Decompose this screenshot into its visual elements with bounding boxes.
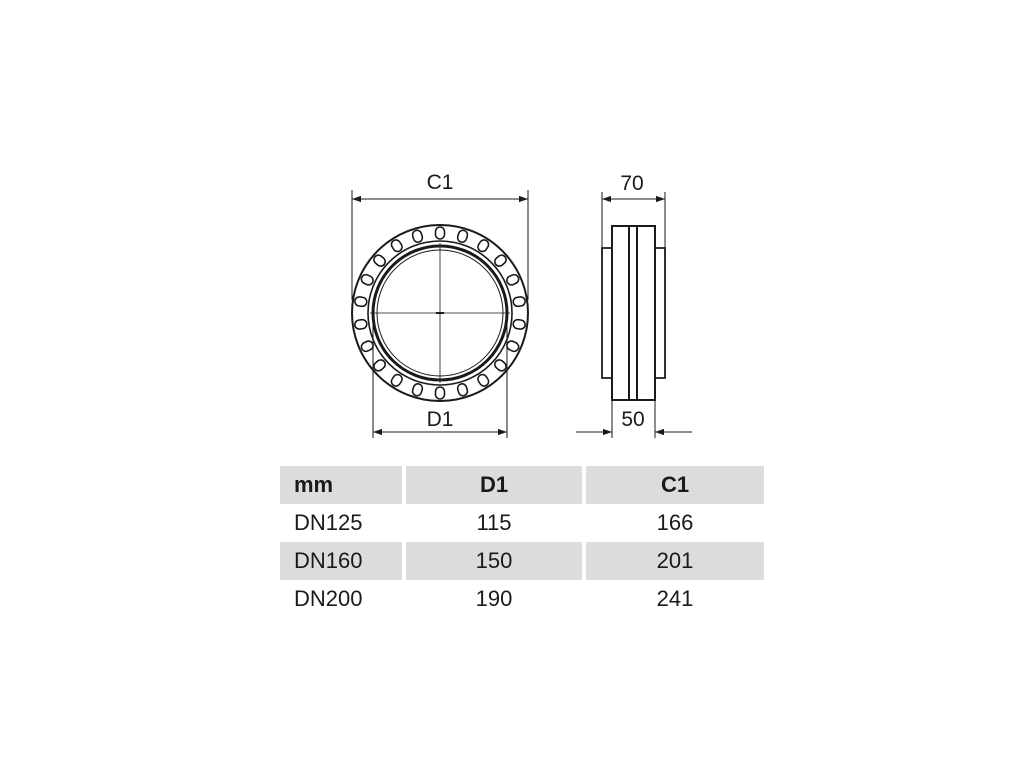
side-view bbox=[601, 225, 666, 401]
clip-slot bbox=[506, 273, 520, 286]
d1-label: D1 bbox=[427, 408, 454, 431]
table-cell-c1: 201 bbox=[586, 542, 764, 580]
clip-slot bbox=[512, 318, 526, 330]
table-cell-d1: 150 bbox=[406, 542, 582, 580]
inner-ring-outer-edge bbox=[367, 240, 513, 386]
clip-slot bbox=[506, 340, 520, 353]
clip-slot bbox=[494, 254, 507, 267]
c1-dimension bbox=[351, 190, 529, 300]
side-outer-flange bbox=[611, 225, 656, 401]
clip-slot bbox=[373, 254, 386, 267]
table-cell-c1: 166 bbox=[656, 510, 694, 535]
dimension-70 bbox=[601, 192, 666, 248]
clip-slot bbox=[373, 359, 386, 372]
clip-slot bbox=[354, 318, 368, 330]
dimension-50 bbox=[576, 400, 692, 438]
table-cell-d1: 115 bbox=[476, 510, 512, 535]
side-right-collar bbox=[655, 247, 666, 379]
table-row: DN200 190 241 bbox=[280, 580, 764, 618]
clip-slot bbox=[360, 340, 374, 353]
clip-slots bbox=[354, 226, 526, 400]
header-c1: C1 bbox=[586, 466, 764, 504]
clip-slot bbox=[411, 229, 424, 243]
clip-slot bbox=[390, 373, 403, 387]
table-header-row: mm D1 C1 bbox=[280, 466, 764, 504]
clip-slot bbox=[411, 383, 424, 397]
table-cell-size: DN200 bbox=[294, 586, 363, 611]
clip-slot bbox=[512, 296, 526, 308]
table-cell-size: DN125 bbox=[294, 510, 363, 535]
clip-slot bbox=[477, 239, 490, 253]
table-cell-size: DN160 bbox=[280, 542, 402, 580]
dimensions-table: mm D1 C1 DN125 115 166 DN160 150 201 DN2… bbox=[276, 466, 768, 618]
table-cell-d1: 190 bbox=[475, 586, 513, 611]
table-row: DN160 150 201 bbox=[280, 542, 764, 580]
d1-dimension bbox=[372, 320, 508, 438]
clip-slot bbox=[434, 386, 446, 400]
table-cell-c1: 241 bbox=[656, 586, 694, 611]
clip-slot bbox=[434, 226, 446, 240]
header-mm: mm bbox=[280, 466, 402, 504]
clip-slot bbox=[494, 359, 507, 372]
clip-slot bbox=[456, 229, 469, 243]
clip-slot bbox=[477, 373, 490, 387]
header-d1: D1 bbox=[406, 466, 582, 504]
c1-label: C1 bbox=[427, 171, 454, 194]
dim70-label: 70 bbox=[620, 172, 643, 195]
clip-slot bbox=[354, 296, 368, 308]
technical-drawing: C1 D1 70 50 bbox=[351, 171, 692, 438]
clip-slot bbox=[390, 239, 403, 253]
side-left-collar bbox=[601, 247, 612, 379]
clip-slot bbox=[360, 273, 374, 286]
clip-slot bbox=[456, 383, 469, 397]
dim50-label: 50 bbox=[621, 408, 644, 431]
front-view bbox=[351, 224, 529, 402]
table-row: DN125 115 166 bbox=[280, 504, 764, 542]
outer-ring bbox=[351, 224, 529, 402]
